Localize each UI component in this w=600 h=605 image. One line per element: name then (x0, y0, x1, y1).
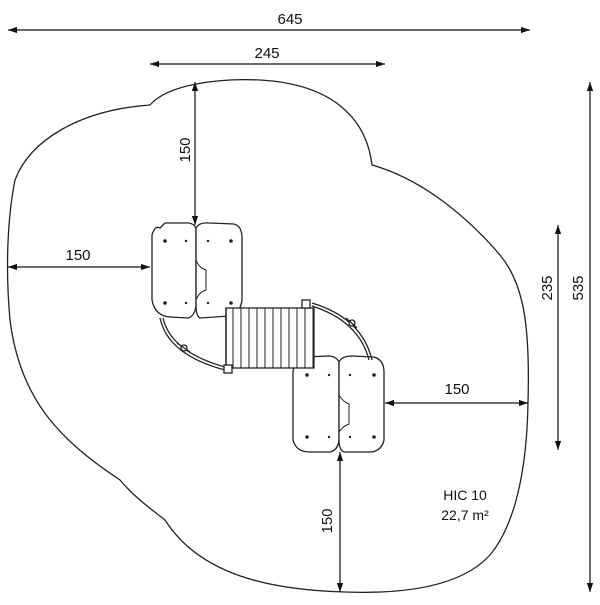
guard-rails (159, 299, 373, 374)
top-clearance-label: 150 (177, 137, 194, 162)
dimension-lines (8, 26, 594, 592)
bottom-clearance-label: 150 (319, 508, 336, 533)
inner-height-label: 235 (539, 275, 556, 300)
safety-zone-outline (6, 79, 530, 593)
overall-width-label: 645 (277, 11, 302, 28)
left-clearance-label: 150 (65, 247, 90, 264)
right-clearance-label: 150 (444, 381, 469, 398)
hic-label: HIC 10 (443, 487, 487, 503)
area-label: 22,7 m² (441, 507, 489, 523)
platform-lower-right (292, 355, 385, 453)
overall-height-label: 535 (570, 275, 587, 300)
upper-width-label: 245 (254, 45, 279, 62)
platform-upper-left (151, 222, 243, 319)
connecting-bridge (225, 307, 315, 369)
